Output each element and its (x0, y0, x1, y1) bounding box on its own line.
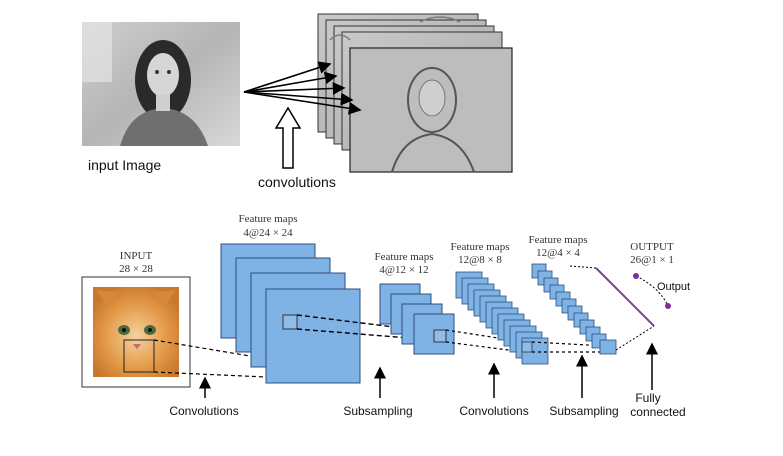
convolution-arrows (243, 61, 362, 115)
convolutions-up-arrow (274, 106, 302, 169)
feature-maps-2-title: Feature maps (375, 251, 434, 263)
stage-label-subsampling-1: Subsampling (343, 404, 412, 418)
feature-maps-2 (379, 283, 455, 355)
feature-maps-1-size: 4@24 × 24 (243, 227, 293, 239)
stage-label-convolutions-1: Convolutions (169, 404, 238, 418)
input-size: 28 × 28 (119, 263, 153, 275)
stage-label-connected: connected (630, 405, 685, 419)
stage-arrows (199, 342, 658, 398)
convolutions-top-label: convolutions (258, 174, 336, 190)
feature-maps-2-size: 4@12 × 12 (379, 264, 428, 276)
output-size: 26@1 × 1 (630, 254, 674, 266)
feature-maps-3-size: 12@8 × 8 (458, 254, 502, 266)
stage-label-subsampling-2: Subsampling (549, 404, 618, 418)
input-image-label: input Image (88, 157, 161, 173)
projection-lines-3 (445, 329, 525, 353)
feature-maps-1-title: Feature maps (239, 213, 298, 225)
feature-maps-1 (220, 243, 361, 384)
feature-maps-3 (455, 271, 549, 365)
output-label: Output (657, 281, 690, 293)
feature-maps-3-title: Feature maps (451, 241, 510, 253)
convolution-output-stack (317, 13, 513, 173)
stage-label-fully: Fully (635, 391, 660, 405)
feature-maps-4-size: 12@4 × 4 (536, 247, 580, 259)
feature-maps-4-title: Feature maps (529, 234, 588, 246)
input-kitten (81, 276, 191, 388)
input-photo (82, 22, 240, 146)
input-title: INPUT (120, 250, 153, 262)
feature-maps-4 (531, 263, 617, 355)
output-title: OUTPUT (630, 241, 674, 253)
output-layer (569, 265, 671, 351)
stage-label-convolutions-2: Convolutions (459, 404, 528, 418)
